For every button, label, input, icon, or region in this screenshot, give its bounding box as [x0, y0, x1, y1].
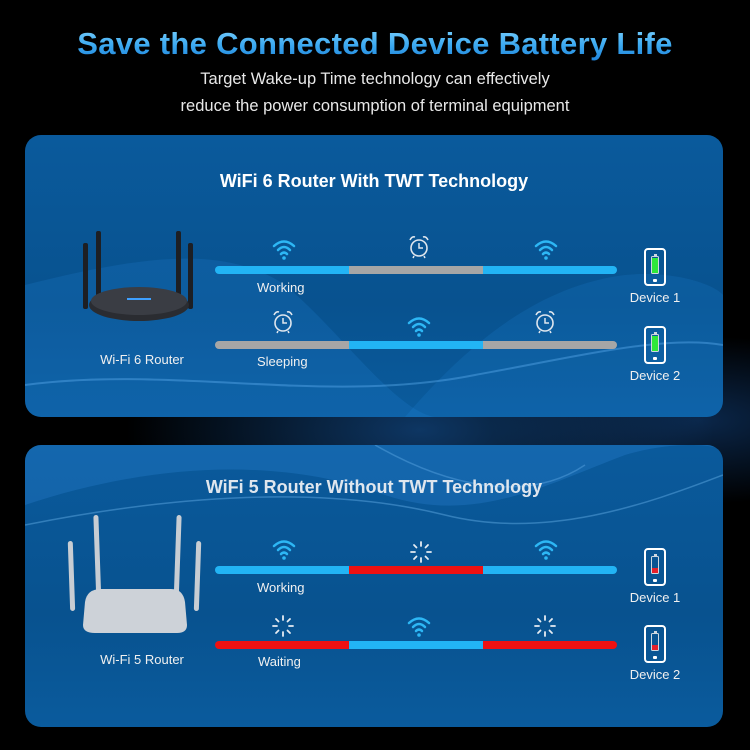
- segment-sleep: [215, 341, 349, 349]
- segment-active: [215, 266, 349, 274]
- wifi6-twt-panel: WiFi 6 Router With TWT Technology Wi-Fi …: [25, 135, 723, 417]
- segment-active: [483, 566, 617, 574]
- wifi5-router-image: [67, 515, 202, 633]
- subtitle-line-2: reduce the power consumption of terminal…: [180, 97, 570, 115]
- segment-active: [215, 566, 349, 574]
- segment-active: [483, 266, 617, 274]
- battery-low-icon: [651, 631, 659, 651]
- segment-waiting: [215, 641, 349, 649]
- segment-waiting: [483, 641, 617, 649]
- panel-title: WiFi 5 Router Without TWT Technology: [205, 477, 543, 497]
- segment-active: [349, 641, 483, 649]
- wifi-icon: [407, 317, 431, 337]
- state-label-working: Working: [257, 280, 305, 295]
- wifi-icon: [534, 540, 558, 560]
- device-2: Device 2: [625, 625, 685, 682]
- router-label: Wi-Fi 6 Router: [100, 352, 184, 367]
- phone-icon: [644, 548, 666, 586]
- timeline-bar-device-2: [215, 341, 617, 349]
- panel-title: WiFi 6 Router With TWT Technology: [219, 171, 529, 191]
- wifi-icon: [534, 240, 558, 260]
- segment-sleep: [483, 341, 617, 349]
- segment-waiting: [349, 566, 483, 574]
- device-label: Device 1: [629, 590, 681, 605]
- state-label-waiting: Waiting: [258, 654, 301, 669]
- device-label: Device 2: [629, 667, 681, 682]
- timeline-bar-device-1: [215, 266, 617, 274]
- subtitle-line-1: Target Wake-up Time technology can effec…: [200, 70, 550, 88]
- state-label-sleeping: Sleeping: [257, 354, 308, 369]
- device-2: Device 2: [625, 326, 685, 383]
- battery-low-icon: [651, 554, 659, 574]
- loading-spinner-icon: [410, 541, 432, 563]
- timeline-bar-device-2: [215, 641, 617, 649]
- wifi-icon: [272, 540, 296, 560]
- loading-spinner-icon: [272, 615, 294, 637]
- timeline-bar-device-1: [215, 566, 617, 574]
- battery-full-icon: [651, 254, 659, 274]
- battery-full-icon: [651, 332, 659, 352]
- loading-spinner-icon: [534, 615, 556, 637]
- wifi6-router-image: [83, 231, 193, 321]
- phone-icon: [644, 326, 666, 364]
- device-label: Device 1: [629, 290, 681, 305]
- router-label: Wi-Fi 5 Router: [100, 652, 184, 667]
- device-1: Device 1: [625, 548, 685, 605]
- wifi5-no-twt-panel: WiFi 5 Router Without TWT Technology Wi-…: [25, 445, 723, 727]
- device-1: Device 1: [625, 248, 685, 305]
- state-label-working: Working: [257, 580, 305, 595]
- page-title: Save the Connected Device Battery Life: [0, 26, 750, 62]
- wifi-icon: [272, 240, 296, 260]
- device-label: Device 2: [629, 368, 681, 383]
- phone-icon: [644, 625, 666, 663]
- alarm-clock-icon: [409, 236, 429, 259]
- phone-icon: [644, 248, 666, 286]
- segment-active: [349, 341, 483, 349]
- wifi-icon: [407, 617, 431, 637]
- alarm-clock-icon: [273, 311, 293, 334]
- segment-sleep: [349, 266, 483, 274]
- alarm-clock-icon: [535, 311, 555, 334]
